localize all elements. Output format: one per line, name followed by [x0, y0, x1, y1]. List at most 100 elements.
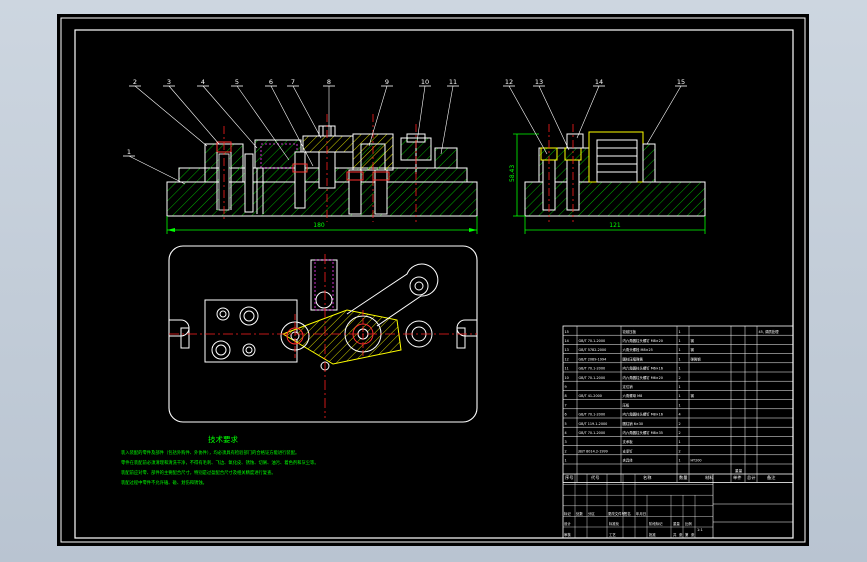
bom-cell-qty: 1 — [679, 357, 681, 361]
bom-cell-name: 内六角圆柱头螺钉 M6×16 — [623, 366, 663, 371]
balloon-10: 10 — [416, 78, 431, 143]
bom-cell-name: 内六角圆柱头螺钉 M6×20 — [623, 375, 663, 380]
bom-cell-code: GB/T 5782-2000 — [579, 348, 607, 352]
bom-cell-qty: 1 — [679, 330, 681, 334]
bom-cell-no: 14 — [565, 339, 569, 343]
bom-cell-name: 定位销 — [623, 384, 634, 389]
balloon-label: 10 — [421, 78, 429, 86]
bom-header-note: 备注 — [767, 474, 776, 481]
title-block-label: 批准 — [649, 532, 656, 537]
balloon-label: 13 — [535, 78, 543, 86]
tech-req-title: 技术要求 — [208, 434, 238, 444]
bom-cell-qty: 1 — [679, 385, 681, 389]
balloon-11: 11 — [440, 78, 459, 155]
balloon-label: 1 — [127, 148, 131, 156]
bom-header-total: 总计 — [747, 474, 755, 481]
tech-req-line-2: 零件在装配前必须清理和清洗干净，不得有毛刺、飞边、氧化皮、锈蚀、切屑、油污、着色… — [121, 459, 319, 466]
bom-header: 序号代号名称数量材料单件总计备注重量 — [565, 468, 776, 481]
front-view: 180 — [166, 114, 478, 234]
sheet-border-outer — [60, 17, 806, 543]
tech-req-line-1: 装入装配的零件及部件（包括外购件、外协件），均必须具有检验部门的合格证方能进行装… — [121, 449, 299, 456]
bom-cell-name: 圆柱销 6×30 — [623, 421, 644, 426]
side-width-dim: 121 — [609, 222, 621, 229]
drawing-sheet: 180 — [60, 17, 806, 543]
balloon-1: 1 — [123, 148, 186, 185]
bom-cell-no: 2 — [565, 449, 567, 453]
balloon-12: 12 — [503, 78, 548, 155]
bom-cell-qty: 1 — [679, 367, 681, 371]
bom-cell-no: 9 — [565, 385, 567, 389]
bom-cell-name: 六角头螺栓 M8×25 — [623, 347, 653, 352]
bom-cell-material: 钢 — [691, 393, 695, 398]
bom-cell-qty: 1 — [679, 440, 681, 444]
bom-cell-code: GB/T 41-2000 — [579, 394, 602, 398]
bom-cell-no: 3 — [565, 440, 567, 444]
bom-header-weight: 重量 — [735, 468, 743, 473]
bom-header-material: 材料 — [705, 474, 714, 481]
title-block-label: 处数 — [576, 511, 583, 516]
balloon-label: 14 — [595, 78, 603, 86]
bom-header-code: 代号 — [591, 474, 599, 481]
bom-cell-code: JB/T 8014.2-1999 — [578, 449, 608, 453]
bom-cell-no: 12 — [565, 357, 569, 361]
tech-req-line-4: 装配过程中零件不允许磕、碰、划伤和锈蚀。 — [121, 479, 207, 486]
drawing-viewport[interactable]: 180 — [57, 14, 809, 546]
bom-cell-name: 铰链压板 — [623, 329, 637, 334]
balloon-label: 15 — [677, 78, 685, 86]
bom-cell-name: 夹具体 — [623, 458, 634, 463]
bom-cell-code: GB/T 70.1-2000 — [579, 376, 606, 380]
title-block-label: 审核 — [564, 532, 571, 537]
balloon-15: 15 — [646, 78, 687, 145]
title-block-label: 工艺 — [609, 532, 616, 537]
balloon-9: 9 — [368, 78, 393, 147]
bom-cell-no: 1 — [565, 459, 567, 463]
tech-req-line-3: 装配前应对零、部件的主要配合尺寸，特别是过盈配合尺寸及相关精度进行复查。 — [121, 469, 276, 476]
title-block-label: 年月日 — [636, 511, 646, 516]
bom-cell-name: 内六角圆柱头螺钉 M8×20 — [623, 338, 663, 343]
bom-cell-qty: 2 — [679, 431, 681, 435]
sheet-border-inner — [74, 29, 794, 539]
bom-cell-name: 内六角圆柱头螺钉 M8×35 — [623, 430, 663, 435]
balloon-2: 2 — [129, 78, 208, 147]
title-block-label: 更改文件号 — [608, 511, 626, 516]
bom-cell-no: 15 — [565, 330, 569, 334]
bom-cell-no: 11 — [565, 367, 569, 371]
bom-cell-code: GB/T 119.1-2000 — [579, 422, 608, 426]
title-block-label: 第 — [685, 532, 689, 537]
side-height-dim: 58.43 — [509, 165, 516, 182]
bom-cell-material: 钢 — [691, 338, 695, 343]
bom-cell-no: 6 — [565, 413, 567, 417]
title-block-label: 阶段标记 — [649, 521, 663, 526]
bom-header-name: 名称 — [643, 474, 651, 481]
title-block-label: 签名 — [624, 511, 631, 516]
title-block-label: 重量 — [673, 521, 680, 526]
bom-cell-code: GB/T 70.1-2000 — [579, 367, 606, 371]
bom-cell-qty: 2 — [679, 422, 681, 426]
balloon-14: 14 — [576, 78, 605, 139]
bom-cell-code: GB/T 70.1-2000 — [579, 431, 606, 435]
bom-cell-qty: 1 — [679, 339, 681, 343]
bom-cell-qty: 2 — [679, 376, 681, 380]
bom-cell-qty: 4 — [679, 413, 681, 417]
bom-cell-code: GB/T 2089-1994 — [579, 357, 607, 361]
balloon-label: 6 — [269, 78, 273, 86]
front-width-dim: 180 — [313, 222, 325, 229]
bom-cell-qty: 1 — [679, 348, 681, 352]
bom-cell-material: 弹簧钢 — [691, 356, 702, 361]
technical-requirements: 技术要求 装入装配的零件及部件（包括外购件、外协件），均必须具有检验部门的合格证… — [121, 434, 319, 486]
bom-header-single: 单件 — [733, 474, 741, 481]
title-block-label: 比例 — [685, 521, 692, 526]
balloon-6: 6 — [265, 78, 314, 167]
balloon-label: 2 — [133, 78, 137, 86]
balloon-label: 5 — [235, 78, 239, 86]
bom-cell-no: 4 — [565, 431, 567, 435]
bom-cell-qty: 1 — [679, 459, 681, 463]
bom-row: 9 定位销 1 — [563, 384, 793, 391]
